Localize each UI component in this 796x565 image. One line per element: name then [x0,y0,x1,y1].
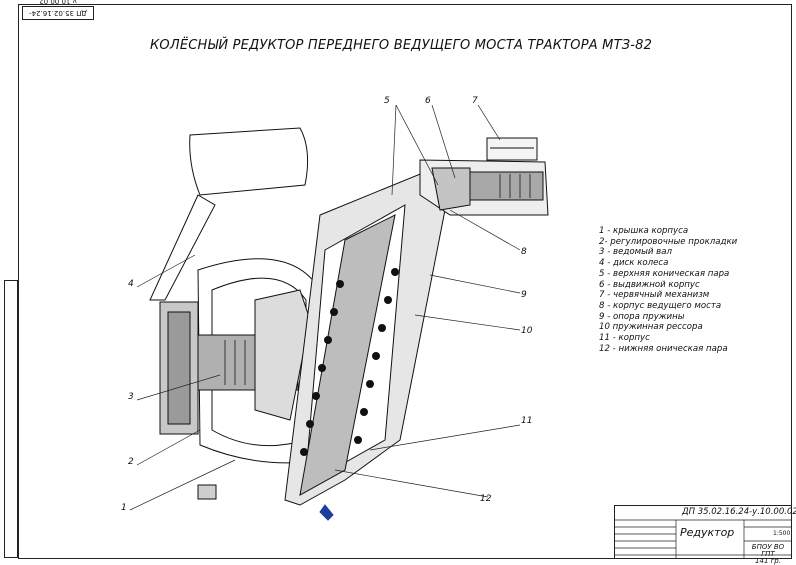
leader-11 [369,424,521,451]
legend-item: 12 - нижняя оническая пара [599,343,728,354]
callout-1: 1 [121,503,127,513]
org-line-2: 141 гр. [755,557,781,565]
title-block-scale: 1:500 [773,530,791,537]
leader-9 [429,274,521,294]
title-block-code: ДП 35.02.16.24-у.10.00.02 [682,507,796,517]
callout-6: 6 [425,96,431,106]
leader-7 [477,104,501,141]
leader-5b [395,104,439,186]
legend-item: 10 пружинная рессора [599,322,703,333]
drive-shaft [464,171,544,201]
inner-rod [299,214,396,496]
callout-5: 5 [384,96,390,106]
legend-item: 4 - диск колеса [599,258,669,269]
leader-6 [431,104,456,179]
leader-8 [449,209,521,251]
leader-12 [334,469,489,498]
legend-item: 5 - верхняя коническая пара [599,268,730,279]
legend-item: 2- регулировочные прокладки [599,236,738,247]
drawing-frame [18,4,792,559]
leader-4 [136,254,196,288]
callout-3: 3 [128,392,134,402]
leader-5 [391,104,397,196]
leader-3 [136,374,221,401]
legend-item: 6 - выдвижной корпус [599,279,700,290]
tire-outline [189,127,309,196]
legend-item: 1 - крышка корпуса [599,226,689,236]
leader-1 [129,459,236,511]
left-margin-strip [4,280,18,558]
leader-2 [136,429,201,466]
leader-10 [414,314,521,331]
org-line-1: БПОУ ВО ГПТ [751,543,785,558]
callout-7: 7 [472,96,478,106]
bevel-gear [254,289,311,421]
title-block-grid [614,519,792,559]
upper-gear [431,167,471,211]
wheel-disk [149,194,216,301]
callout-10: 10 [521,326,533,336]
legend-item: 11 - корпус [599,333,650,344]
callout-11: 11 [521,416,533,426]
spring-coils [300,268,399,456]
title-block-org: БПОУ ВО ГПТ 141 гр. [744,544,792,565]
legend-item: 7 - червячный механизм [599,290,710,301]
legend-item: 9 - опора пружины [599,311,685,322]
legend-item: 8 - корпус ведущего моста [599,300,722,311]
callout-9: 9 [521,290,527,300]
callout-4: 4 [128,279,134,289]
worm-mechanism [486,137,538,161]
drawing-title: КОЛЁСНЫЙ РЕДУКТОР ПЕРЕДНЕГО ВЕДУЩЕГО МОС… [150,38,653,53]
callout-12: 12 [480,494,492,504]
legend-item: 3 - ведомый вал [599,247,672,258]
title-block-name: Редуктор [680,526,735,539]
callout-8: 8 [521,247,527,257]
parts-legend: 1 - крышка корпуса 2- регулировочные про… [599,226,779,354]
callout-2: 2 [128,457,134,467]
title-block [614,505,792,559]
